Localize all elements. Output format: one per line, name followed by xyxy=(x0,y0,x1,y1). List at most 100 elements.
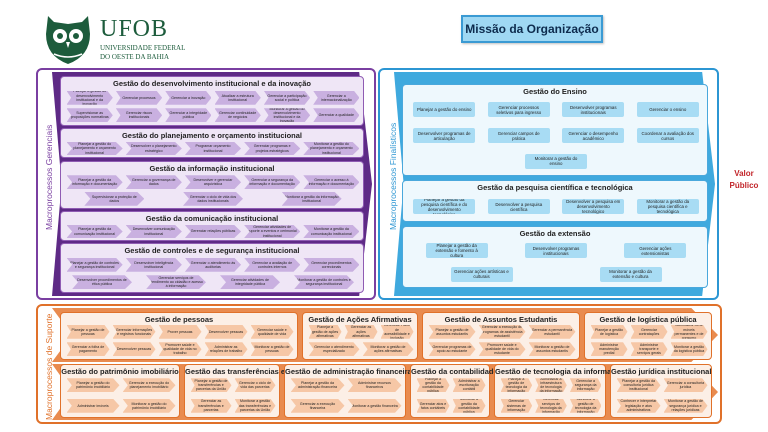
process-step: Gerenciar o ciclo de vida dos dados inst… xyxy=(183,191,243,206)
process-step: Desenvolver a pesquisa científica xyxy=(487,199,550,214)
panel-title: Gestão da contabilidade pública xyxy=(411,367,527,376)
process-step: Desenvolver pessoas xyxy=(112,342,156,357)
panel-title: Gestão de controles e de segurança insti… xyxy=(124,246,300,255)
process-step: Atualizar a estrutura institucional xyxy=(214,90,261,105)
valor-line-2: Público xyxy=(729,181,759,190)
gerenciais-panel: Gestão do desenvolvimento institucional … xyxy=(60,76,364,126)
process-step: Gerenciar a participação social e políti… xyxy=(263,90,311,105)
process-step: Prover pessoas xyxy=(158,324,202,339)
process-step: Gerenciar processos xyxy=(115,90,163,105)
process-step: Planejar a gestão de logística xyxy=(590,324,628,339)
finalisticos-panel: Gestão da pesquisa científica e tecnológ… xyxy=(402,180,708,222)
process-step: Gerenciar atividades de suporte a evento… xyxy=(244,225,301,238)
process-step: Monitorar a gestão da comunicação instit… xyxy=(303,225,360,238)
process-step: Gerenciar continuidade de negócios xyxy=(214,108,261,123)
process-step: Supervisionar a proteção de dados xyxy=(84,191,145,206)
panel-title: Gestão da comunicação institucional xyxy=(145,214,279,223)
macroprocessos-finalisticos xyxy=(378,68,719,300)
process-step: Monitorar a gestão de ações afirmativas xyxy=(362,342,414,357)
process-step: Desenvolver programas institucionais xyxy=(525,243,587,259)
process-step: Gerenciar o ciclo de vida das parcerias xyxy=(234,378,276,393)
process-step: Gerenciar o atendimento às auditorias xyxy=(184,257,242,272)
process-step: Gerenciar o ensino xyxy=(636,102,699,118)
process-step: Planejar a gestão da pesquisa científica… xyxy=(413,199,476,214)
process-step: Administrar a infraestrutura de tecnolog… xyxy=(535,378,567,393)
process-step: Planejar a gestão da comunicação institu… xyxy=(66,225,123,238)
process-step: Gerenciar a internacionalização xyxy=(313,90,360,105)
process-step: Gerenciar atos e fatos contábeis xyxy=(416,398,450,413)
process-step: Desenvolver programas de articulação xyxy=(413,128,476,143)
panel-title: Gestão da pesquisa científica e tecnológ… xyxy=(477,183,633,192)
process-step: Gerenciar a consultoria jurídica xyxy=(663,378,708,393)
process-step: Conhecer e interpretar legislação e atos… xyxy=(616,398,661,413)
process-step: Gerenciar a qualidade xyxy=(313,108,360,123)
panel-title: Gestão do patrimônio imobiliário xyxy=(61,367,179,376)
panel-title: Gestão de tecnologia da informação xyxy=(495,367,625,376)
process-step: Gerenciar campos de prática xyxy=(487,128,550,143)
process-step: Gerenciar a permanência estudantil xyxy=(528,324,576,339)
logo-name: UFOB xyxy=(100,16,169,42)
process-step: Gerenciar procedimentos correcionais xyxy=(303,257,360,272)
process-step: Monitorar a gestão do ensino xyxy=(525,153,587,169)
process-step: Gerenciar a execução do planejamento imo… xyxy=(122,378,176,393)
process-step: Planejar a gestão de pessoas xyxy=(66,324,110,339)
panel-title: Gestão de Assuntos Estudantis xyxy=(444,315,558,324)
process-step: Planejar a gestão de transferências e pa… xyxy=(190,378,232,393)
suporte-panel: Gestão das transferências e parcerias da… xyxy=(184,364,355,418)
panel-title: Gestão da informação institucional xyxy=(149,164,275,173)
panel-title: Gestão da extensão xyxy=(519,229,591,238)
process-step: Gerenciar a execução financeira xyxy=(290,398,345,413)
process-step: Monitorar a gestão de tecnologia da info… xyxy=(569,398,602,413)
process-step: Monitorar a gestão do desenvolvimento in… xyxy=(263,108,311,123)
process-step: Planejar a gestão do ensino xyxy=(413,102,476,118)
process-step: Planejar a gestão da contabilidade públi… xyxy=(416,378,450,393)
process-step: Coordenar a avaliação dos cursos xyxy=(636,128,699,143)
process-step: Planejar a gestão de ações afirmativas xyxy=(308,324,342,339)
macroprocessos-gerenciais xyxy=(36,68,376,300)
gerenciais-panel: Gestão do planejamento e orçamento insti… xyxy=(60,128,364,158)
process-step: Administrar recursos financeiros xyxy=(347,378,402,393)
mission-box: Missão da Organização xyxy=(461,15,603,43)
process-step: Gerenciar a folha de pagamento xyxy=(66,342,110,357)
panel-title: Gestão de pessoas xyxy=(144,315,214,324)
process-step: Gerenciar a segurança da informação e do… xyxy=(244,175,301,190)
process-step: Planejar a gestão do patrimônio imobiliá… xyxy=(66,378,120,393)
process-step: Monitorar a gestão do planejamento e orç… xyxy=(303,142,360,155)
side-label-gerenciais: Macroprocessos Gerenciais xyxy=(44,124,54,230)
process-step: Desenvolver o planejamento estratégico xyxy=(125,142,182,155)
process-step: Desenvolver inteligência institucional xyxy=(125,257,182,272)
process-step: Gerenciar o atendimento especializado xyxy=(308,342,360,357)
process-step: Desenvolver pessoas xyxy=(204,324,248,339)
process-step: Promover saúde e qualidade de vida no tr… xyxy=(158,342,202,357)
gerenciais-panel: Gestão de controles e de segurança insti… xyxy=(60,243,364,293)
process-step: Gerenciar informações e registros funcio… xyxy=(112,324,156,339)
process-step: Administrar manutenção predial xyxy=(590,342,628,357)
process-step: Gerenciar a integridade pública xyxy=(165,108,212,123)
process-step: Gerenciar a governança de dados xyxy=(125,175,182,190)
process-step: Administrar transporte e serviços gerais xyxy=(630,342,668,357)
process-step: Planejar a gestão de controles e seguran… xyxy=(66,257,123,272)
process-step: Gerenciar contratações xyxy=(630,324,668,339)
process-step: Planejar a gestão da informação e docume… xyxy=(66,175,123,190)
process-step: Gerenciar programas e projetos estratégi… xyxy=(244,142,301,155)
process-step: Planejar a gestão da extensão e fomento … xyxy=(425,243,488,259)
side-label-finalisticos: Macroprocessos Finalísticos xyxy=(388,122,398,230)
process-step: Monitorar a gestão da contabilidade públ… xyxy=(452,398,486,413)
process-step: Monitorar a gestão da pesquisa científic… xyxy=(636,199,699,214)
process-step: Planejar a gestão do desenvolvimento ins… xyxy=(66,90,113,105)
process-step: Gerenciar serviços de tecnologia da info… xyxy=(535,398,567,413)
process-step: Desenvolver procedimentos de ética públi… xyxy=(72,275,132,290)
owl-emblem-icon xyxy=(46,16,90,64)
process-step: Gerenciar riscos institucionais xyxy=(115,108,163,123)
macroprocessos-suporte xyxy=(36,304,722,424)
process-step: Monitorar a gestão das transferências e … xyxy=(234,398,276,413)
ufob-logo: UFOB UNIVERSIDADE FEDERAL DO OESTE DA BA… xyxy=(40,12,190,68)
panel-title: Gestão das transferências e parcerias da… xyxy=(185,367,355,376)
logo-subtitle-1: UNIVERSIDADE FEDERAL xyxy=(100,44,186,52)
panel-title: Gestão de logística pública xyxy=(599,315,697,324)
process-step: Gerenciar a inovação xyxy=(165,90,212,105)
